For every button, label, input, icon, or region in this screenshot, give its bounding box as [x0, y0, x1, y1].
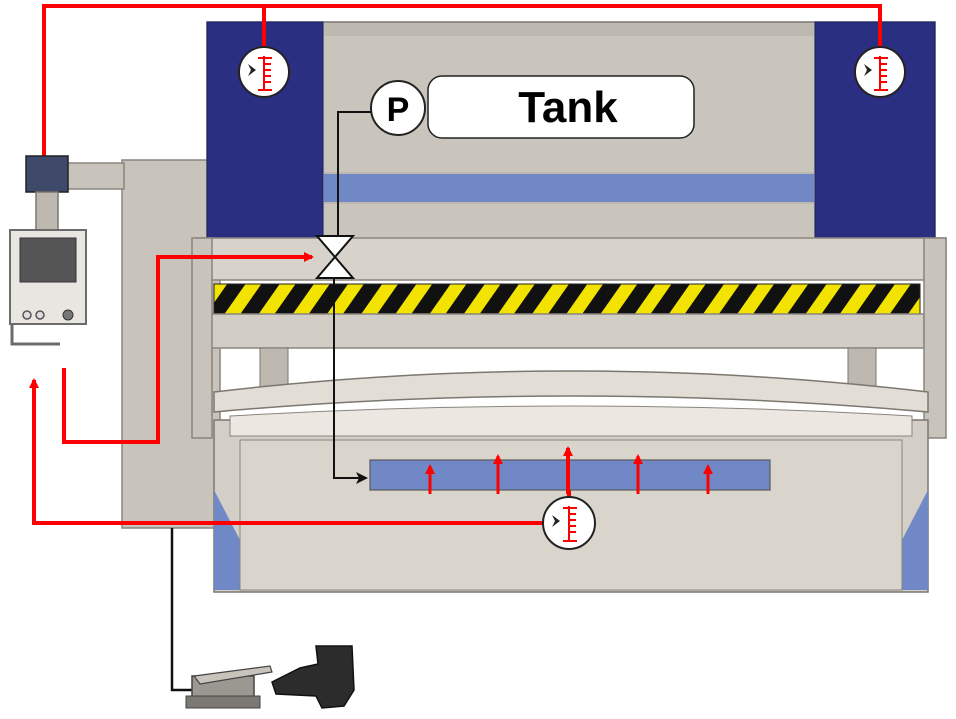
position-gauge-icon — [854, 46, 906, 98]
signal-line-to-controller — [39, 4, 264, 188]
pedal-cable — [170, 528, 196, 692]
signal-line-top — [262, 4, 882, 48]
left-post — [259, 347, 289, 389]
pump-icon — [370, 80, 426, 136]
controller-arm — [59, 162, 125, 190]
right-post — [847, 347, 877, 389]
hazard-stripe — [213, 283, 921, 315]
position-gauge-icon — [542, 496, 596, 550]
valve-icon — [314, 235, 356, 279]
position-gauge-icon — [238, 46, 290, 98]
crowning-beam — [213, 370, 929, 413]
cnc-controller-icon — [9, 155, 87, 346]
tank-box — [427, 75, 695, 139]
signal-line-to-valve — [62, 252, 314, 444]
bed-top-plate — [229, 405, 913, 437]
bed-left-wedge — [214, 490, 240, 590]
left-upright — [191, 237, 213, 439]
foot-pedal-icon — [185, 665, 273, 709]
ram-beam-bottom — [209, 313, 925, 349]
pump-label: P — [387, 91, 410, 129]
crowning-arrows — [425, 446, 713, 494]
signal-line-bottom — [29, 378, 546, 525]
upper-blue-bar — [324, 174, 814, 202]
tank-label: Tank — [518, 83, 618, 132]
hydraulic-line-return — [333, 278, 368, 484]
bed-right-wedge — [902, 490, 928, 590]
right-upright — [923, 237, 947, 439]
boot-icon — [271, 645, 355, 709]
hydraulic-line — [337, 111, 371, 236]
